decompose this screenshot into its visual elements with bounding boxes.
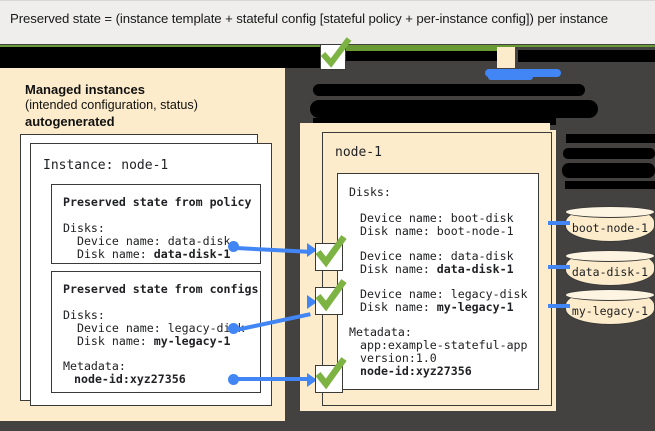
top-status-checkbox[interactable] bbox=[320, 37, 352, 70]
disk-cylinder-legacy: my-legacy-1 bbox=[564, 288, 655, 325]
cylinder-lid bbox=[564, 288, 655, 301]
configs-box-metadata-value: node-id:xyz27356 bbox=[74, 372, 186, 386]
managed-instances-emphasis: autogenerated bbox=[25, 114, 115, 129]
configs-box-disk-line: Disk name: my-legacy-1 bbox=[63, 334, 231, 348]
metadata-checkbox[interactable] bbox=[315, 357, 347, 393]
legacy-disk-disk-prefix: Disk name: bbox=[360, 300, 437, 314]
data-disk-disk-value: data-disk-1 bbox=[436, 262, 514, 276]
cylinder-lid bbox=[564, 205, 655, 218]
data-disk-disk-prefix: Disk name: bbox=[360, 262, 437, 276]
legacy-disk-checkbox[interactable] bbox=[315, 279, 347, 315]
disk-cylinder-legacy-label: my-legacy-1 bbox=[571, 304, 649, 318]
legacy-disk-disk-value: my-legacy-1 bbox=[436, 300, 514, 314]
configs-box-disk-label: Disk name: bbox=[63, 334, 154, 348]
policy-box-disk-line: Disk name: data-disk-1 bbox=[63, 247, 231, 261]
connector-arrow-policy-disk bbox=[307, 243, 317, 257]
connector-arrow-metadata bbox=[307, 373, 317, 387]
redaction-bar-right-1 bbox=[566, 134, 655, 143]
managed-instances-subheading: (intended configuration, status) bbox=[25, 98, 198, 112]
data-disk-checkbox[interactable] bbox=[315, 235, 347, 271]
policy-box-title: Preserved state from policy bbox=[63, 195, 252, 209]
redaction-bar-mid-3 bbox=[313, 118, 556, 125]
managed-instances-heading: Managed instances bbox=[25, 82, 145, 97]
policy-box-disk-label: Disk name: bbox=[63, 247, 154, 261]
connector-dot-configs-disk bbox=[228, 323, 239, 334]
data-disk-device-line: Device name: data-disk bbox=[360, 249, 514, 263]
configs-box-device-line: Device name: legacy-disk bbox=[63, 321, 245, 335]
disks-detail-box: Disks: Device name: boot-disk Disk name:… bbox=[337, 173, 539, 390]
right-metadata-label: Metadata: bbox=[349, 325, 412, 339]
configs-box-disk-value: my-legacy-1 bbox=[153, 334, 231, 348]
instance-card-title: Instance: node-1 bbox=[43, 158, 169, 173]
caption-strip: Preserved state = (instance template + s… bbox=[0, 0, 655, 45]
configs-box-title: Preserved state from configs bbox=[63, 282, 259, 296]
configs-box-metadata-label: Metadata: bbox=[63, 359, 126, 373]
instance-card: Instance: node-1 Preserved state from po… bbox=[30, 143, 272, 406]
preserved-state-configs-box: Preserved state from configs Disks: Devi… bbox=[51, 271, 261, 393]
policy-box-disks-label: Disks: bbox=[63, 221, 105, 235]
policy-box-device-line: Device name: data-disk bbox=[63, 234, 231, 248]
legacy-disk-disk-line: Disk name: my-legacy-1 bbox=[360, 300, 514, 314]
connector-dot-metadata bbox=[228, 374, 239, 385]
instance-detail-card: node-1 Disks: Device name: boot-disk Dis… bbox=[322, 132, 552, 406]
configs-box-disks-label: Disks: bbox=[63, 308, 105, 322]
redaction-bar-right-3 bbox=[562, 163, 655, 178]
green-underline-accent bbox=[345, 46, 497, 51]
right-metadata-item-0: app:example-stateful-app bbox=[360, 338, 528, 352]
redaction-bar-top-far-right bbox=[518, 50, 655, 62]
blue-scribble-accent-2 bbox=[488, 74, 533, 80]
disk-cylinder-data: data-disk-1 bbox=[564, 249, 655, 286]
legacy-disk-device-line: Device name: legacy-disk bbox=[360, 287, 528, 301]
connector-arrow-configs-disk bbox=[307, 295, 317, 309]
connector-dot-policy-disk bbox=[228, 241, 239, 252]
redaction-bar-mid-2 bbox=[310, 100, 598, 118]
redaction-bar-right-4 bbox=[565, 181, 655, 189]
redaction-bar-mid-1 bbox=[313, 84, 585, 96]
right-instance-title: node-1 bbox=[335, 145, 382, 160]
right-disks-label: Disks: bbox=[349, 185, 391, 199]
policy-box-disk-value: data-disk-1 bbox=[153, 247, 231, 261]
data-disk-disk-line: Disk name: data-disk-1 bbox=[360, 262, 514, 276]
disk-wire-data bbox=[548, 265, 570, 269]
caption-text: Preserved state = (instance template + s… bbox=[10, 11, 608, 26]
boot-disk-disk-line: Disk name: boot-node-1 bbox=[360, 224, 514, 238]
disk-wire-legacy bbox=[548, 304, 570, 308]
redaction-bar-top-left bbox=[0, 47, 327, 68]
disk-cylinder-boot: boot-node-1 bbox=[564, 205, 655, 242]
blue-scribble-accent bbox=[485, 69, 561, 77]
disk-wire-boot bbox=[548, 221, 570, 225]
disk-cylinder-data-label: data-disk-1 bbox=[571, 265, 649, 279]
cylinder-lid bbox=[564, 249, 655, 262]
cream-swatch-top bbox=[497, 47, 515, 68]
disk-cylinder-boot-label: boot-node-1 bbox=[571, 221, 649, 235]
preserved-state-policy-box: Preserved state from policy Disks: Devic… bbox=[51, 184, 261, 264]
right-metadata-item-1: version:1.0 bbox=[360, 351, 437, 365]
boot-disk-device-line: Device name: boot-disk bbox=[360, 211, 514, 225]
right-metadata-highlighted: node-id:xyz27356 bbox=[360, 364, 472, 378]
connector-wire-metadata bbox=[236, 377, 310, 381]
redaction-bar-right-2 bbox=[563, 148, 655, 159]
